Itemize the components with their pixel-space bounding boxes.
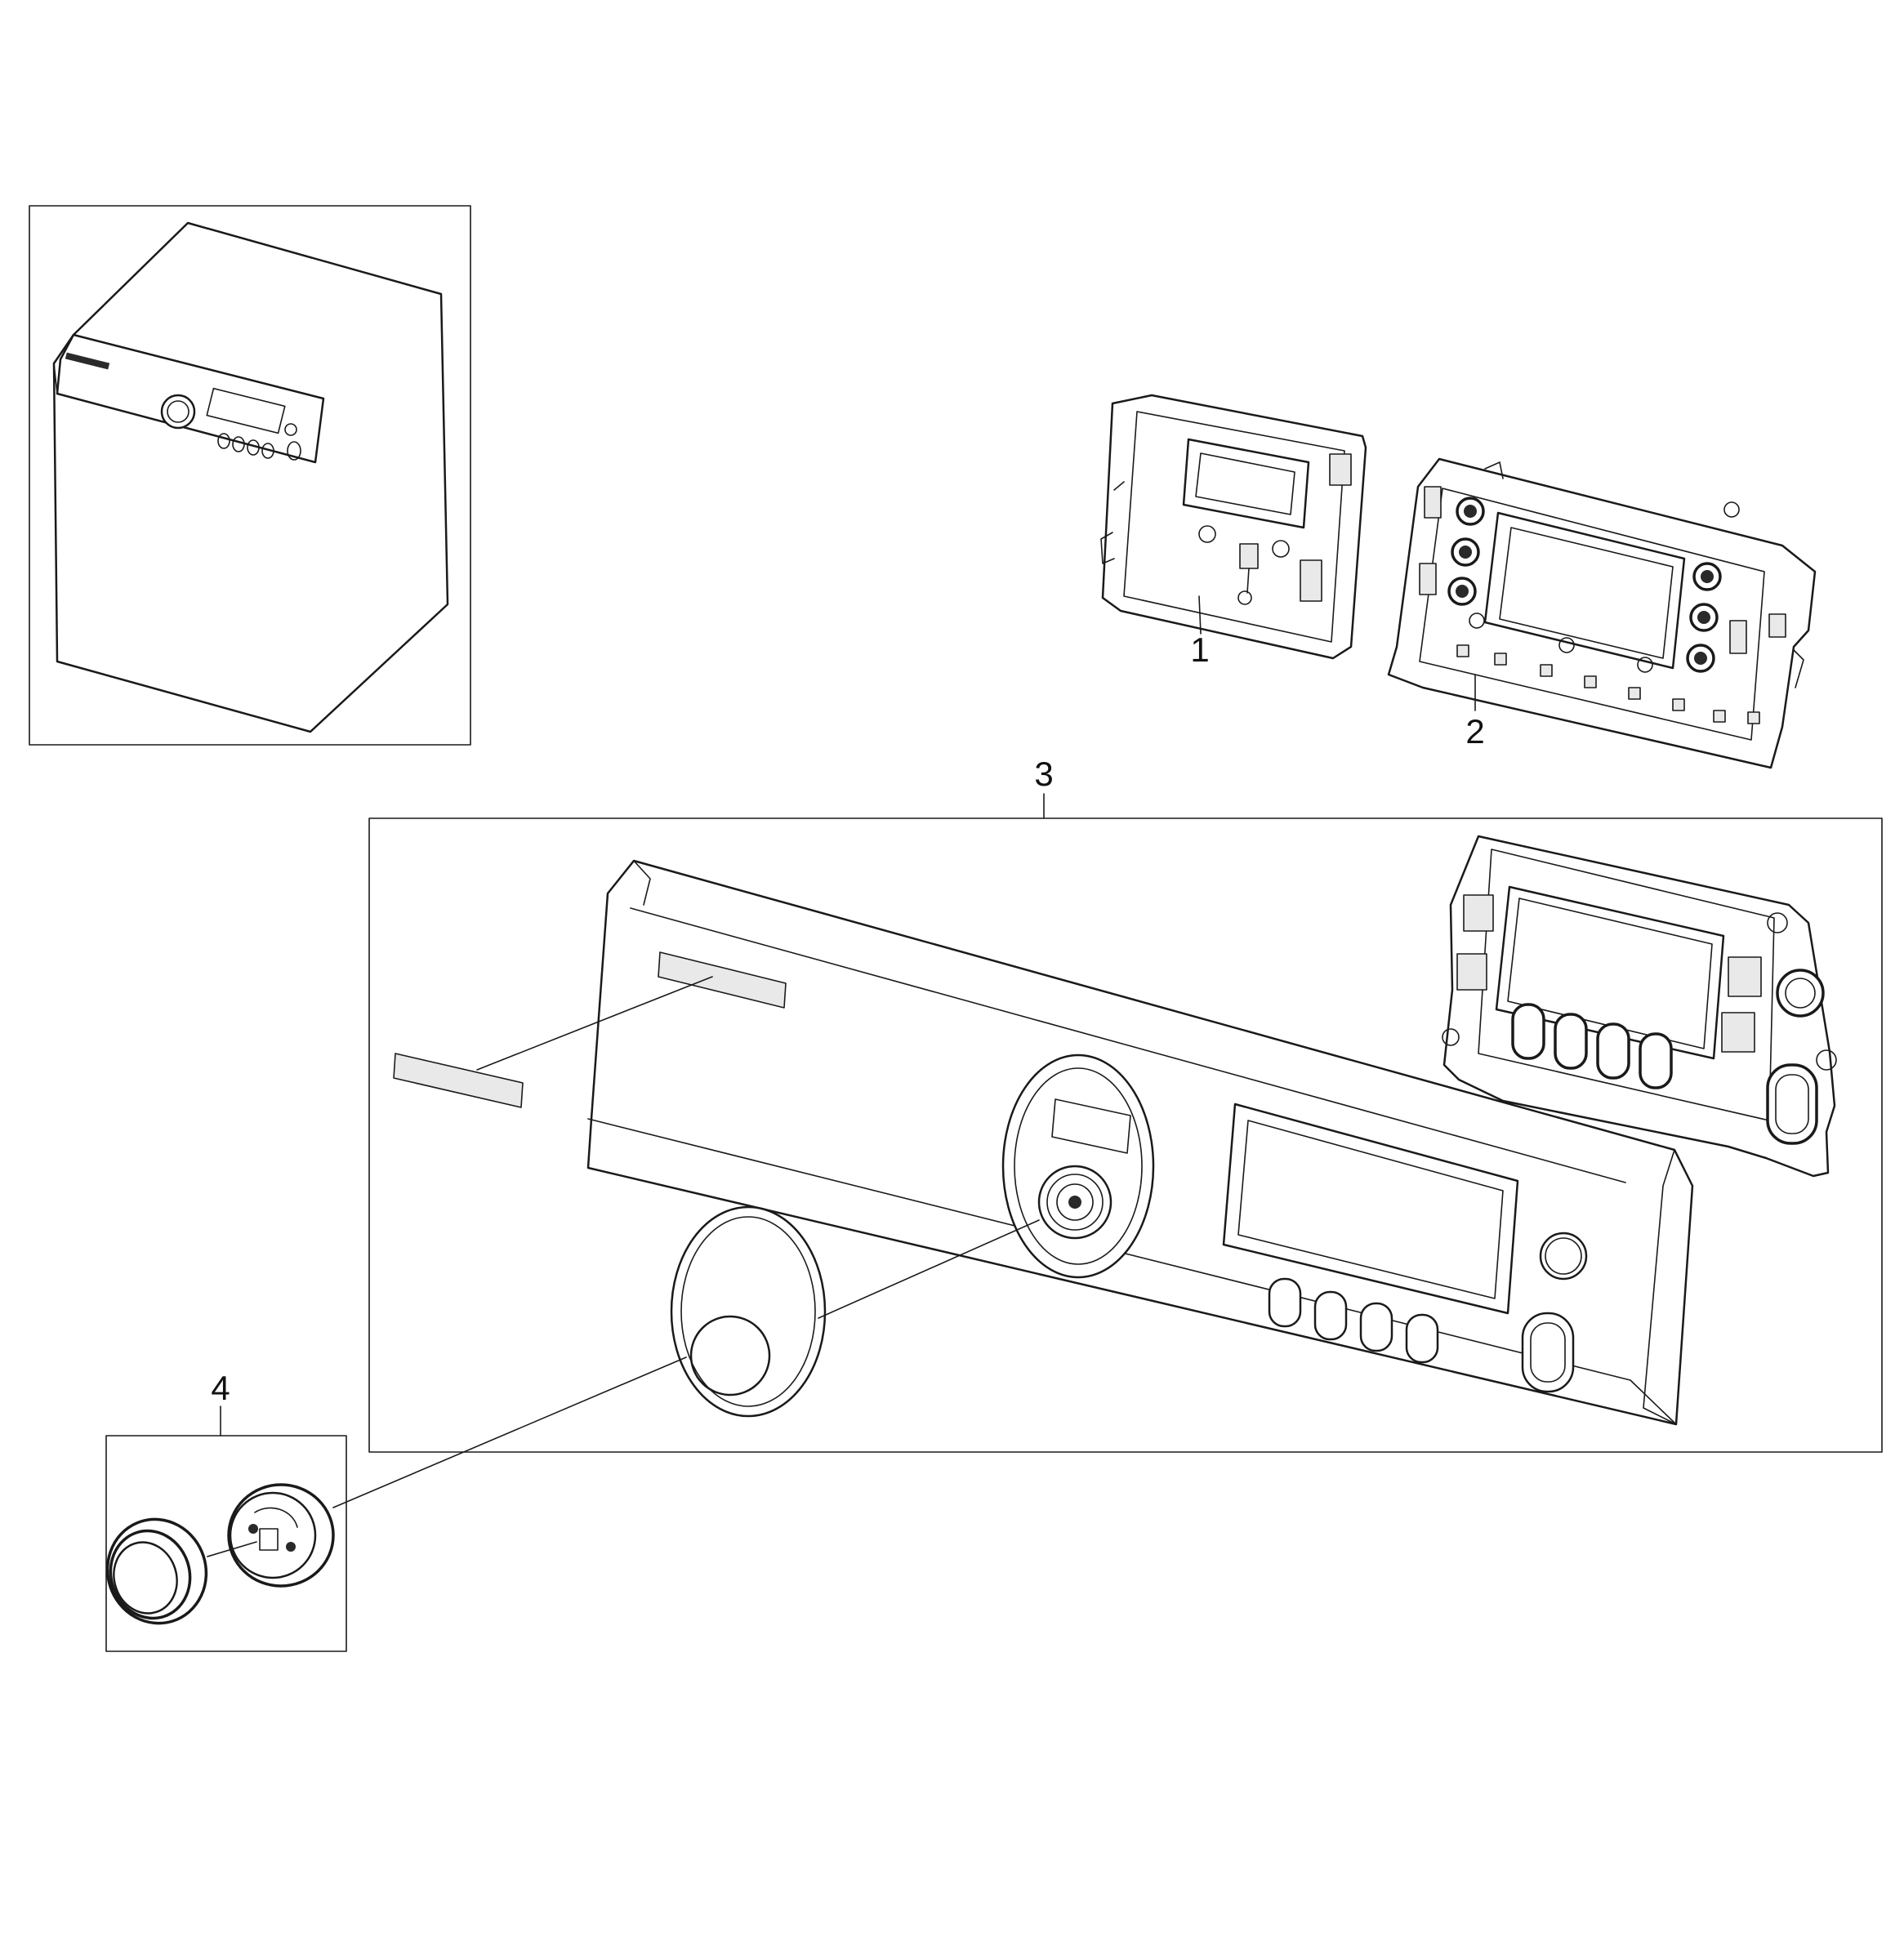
panel-start-button bbox=[1521, 1312, 1575, 1393]
panel-power-button bbox=[1539, 1232, 1588, 1281]
panel-pcb-module bbox=[1442, 835, 1837, 1178]
appliance-overview bbox=[29, 205, 471, 746]
part-2-left-switches bbox=[1419, 486, 1485, 606]
part-1-display-window bbox=[1182, 438, 1310, 529]
appliance-cabinet bbox=[52, 221, 449, 733]
part-3-frame bbox=[368, 817, 1883, 1453]
appliance-dial-knob bbox=[160, 394, 196, 430]
knob-cap bbox=[105, 1517, 208, 1625]
appliance-control-panel bbox=[56, 333, 325, 464]
part-3-number: 3 bbox=[1034, 755, 1053, 793]
panel-logo-recess bbox=[658, 951, 787, 1009]
exploded-knob-trim bbox=[670, 1205, 827, 1418]
part-4-dial-knob: 4 bbox=[105, 1356, 687, 1652]
appliance-display bbox=[206, 387, 286, 434]
part-2-pcb-module: 2 bbox=[1387, 457, 1817, 769]
part-2-display-block bbox=[1483, 511, 1686, 670]
part-4-frame bbox=[105, 1435, 347, 1652]
part-1-pcb-module: 1 bbox=[1100, 394, 1367, 669]
overview-frame bbox=[29, 205, 471, 746]
part-1-number: 1 bbox=[1190, 630, 1209, 669]
panel-display-window bbox=[1222, 1102, 1519, 1315]
control-panel-fascia bbox=[586, 859, 1694, 1426]
appliance-buttons bbox=[217, 423, 301, 461]
part-1-leader bbox=[1198, 595, 1202, 635]
panel-pcb-buttons bbox=[1511, 1003, 1673, 1089]
exploded-logo-badge bbox=[393, 1053, 524, 1108]
panel-option-buttons bbox=[1268, 1277, 1439, 1364]
part-2-right-switches bbox=[1686, 562, 1786, 673]
appliance-brand-logo bbox=[65, 352, 110, 370]
part-3-panel-assembly: 3 bbox=[368, 755, 1883, 1453]
part-2-number: 2 bbox=[1465, 712, 1484, 751]
part-4-number: 4 bbox=[211, 1369, 230, 1407]
knob-body bbox=[227, 1483, 335, 1588]
part-2-small-components bbox=[1456, 501, 1760, 724]
